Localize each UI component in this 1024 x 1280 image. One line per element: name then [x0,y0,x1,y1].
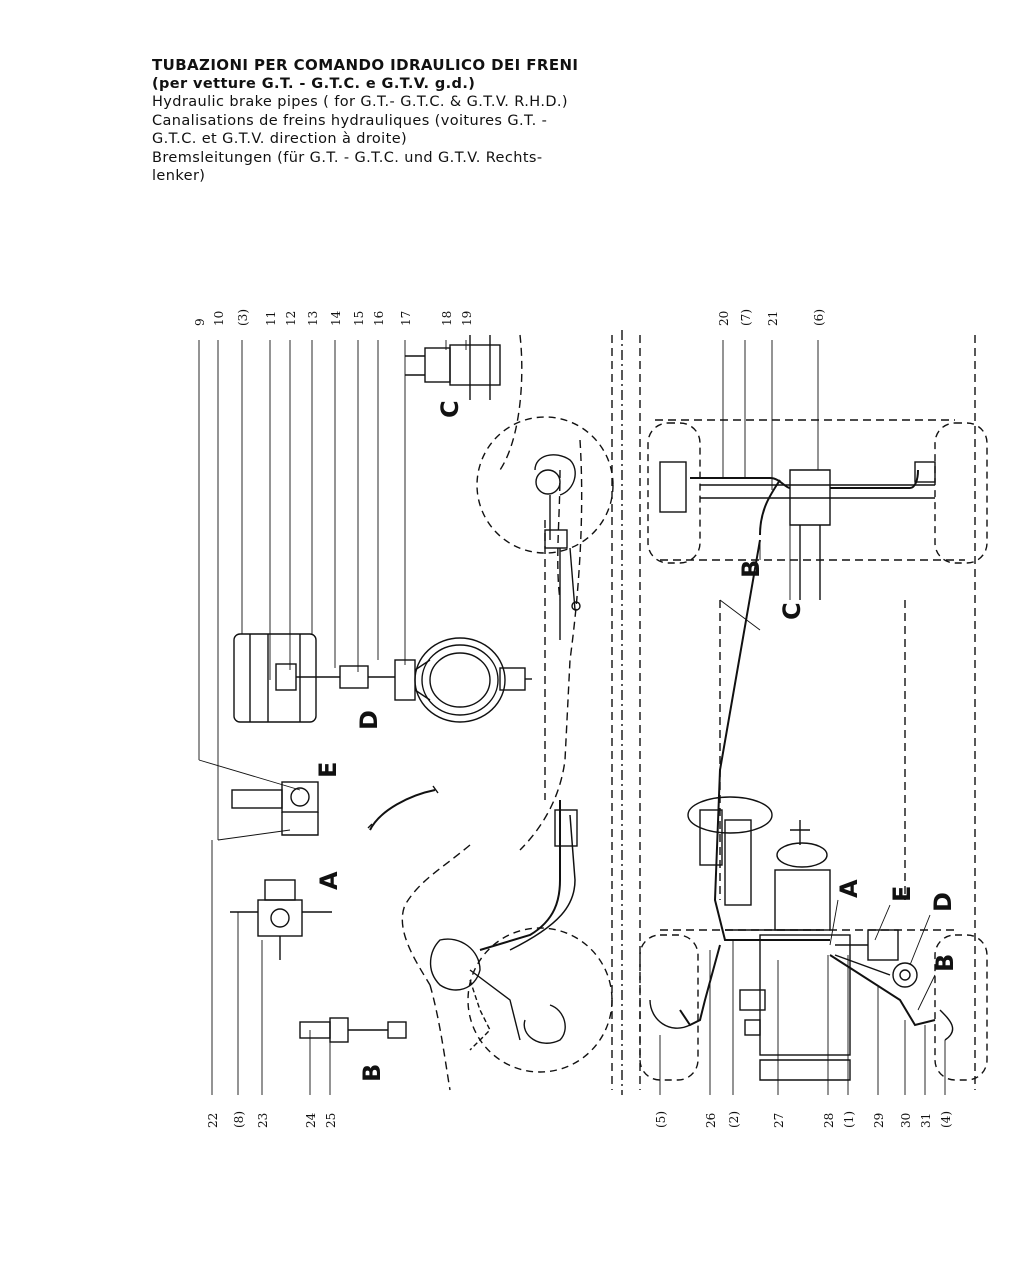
pipe-side-front [479,800,561,951]
callout-6: (6) [812,309,826,326]
callout-13: 13 [306,311,320,326]
front-wheel-side [467,927,613,1073]
callout-8: (8) [232,1111,246,1128]
detail-letter-e-left: E [314,762,342,778]
pipe-union [554,809,578,847]
front-right-brake-line [829,954,936,1027]
callout-3: (3) [236,309,250,326]
callout-12: 12 [284,311,298,326]
title-italian: TUBAZIONI PER COMANDO IDRAULICO DEI FREN… [152,56,579,74]
leaders-top-right [719,340,819,631]
main-brake-line [713,539,830,941]
plan-view-outline [639,335,976,1090]
front-caliper-side [429,938,481,991]
front-brake-side [523,1004,566,1044]
side-view-outline [401,334,613,1091]
callout-11: 11 [264,311,278,326]
rear-axle [659,461,936,600]
callout-15: 15 [352,311,366,326]
front-right-caliper-plan [939,1009,954,1041]
rear-left-wheel-plan [647,422,701,564]
detail-letter-a-left: A [315,871,343,890]
fluid-reservoir [233,633,395,723]
title-german-1: Bremsleitungen (für G.T. - G.T.C. und G.… [152,149,543,166]
rear-brake-line-left [690,477,791,489]
detail-letter-c-right: C [778,602,806,620]
steering-wheel-plan [687,796,773,834]
callouts-bottom-right: (5) 26 (2) 27 28 (1) 29 30 31 (4) [654,1111,953,1128]
callout-10: 10 [212,311,226,326]
callout-5: (5) [654,1111,668,1128]
callout-7: (7) [739,309,753,326]
front-left-caliper-plan [649,999,691,1029]
detail-e-fitting [231,781,319,836]
title-german-2: lenker) [152,168,206,184]
rear-right-wheel-plan [934,422,988,564]
column-shroud [724,819,752,906]
callout-17: 17 [399,311,413,326]
rear-brake-assembly [534,454,581,640]
title-french-2: G.T.C. et G.T.V. direction à droite) [152,131,408,147]
callout-9: 9 [193,318,207,326]
rear-brake-line-right [830,469,919,489]
leaders-top-left [198,340,467,841]
callout-1: (1) [842,1111,856,1128]
detail-letter-a-right: A [835,879,863,898]
steering-column [699,809,723,866]
callout-26: 26 [704,1113,718,1128]
callout-14: 14 [329,310,343,326]
callout-24: 24 [304,1112,318,1128]
detail-letter-d-right: D [929,892,957,912]
front-right-wheel-plan [934,934,988,1081]
callout-31: 31 [919,1113,933,1128]
detail-letter-d-left: D [355,710,383,730]
callout-18: 18 [440,311,454,326]
title-block: TUBAZIONI PER COMANDO IDRAULICO DEI FREN… [152,56,622,186]
callouts-bottom-left: 22 (8) 23 24 25 [206,1111,338,1128]
detail-letter-c-left: C [436,400,464,418]
callout-25: 25 [324,1113,338,1128]
callout-29: 29 [872,1113,886,1128]
leaders-bottom-left [211,840,331,1095]
callouts-top-left: 9 10 (3) 11 12 13 14 15 16 17 18 19 [193,309,474,326]
leaders-bottom-right [659,899,946,1095]
callouts-top-right: 20 (7) 21 (6) [717,309,826,326]
detail-letters: C D E A B B C A E D B [314,400,959,1082]
master-cylinder-booster [394,637,532,723]
detail-a-union [230,879,332,960]
front-left-wheel-plan [639,934,699,1081]
callout-22: 22 [206,1113,220,1128]
detail-b-hose [299,1017,407,1043]
rear-hose [759,479,781,536]
callout-21: 21 [766,311,780,326]
callout-16: 16 [372,311,386,326]
detail-letter-b-left: B [358,1064,386,1082]
detail-c-fitting [405,335,501,400]
master-cylinder-plan [834,929,918,988]
title-english: Hydraulic brake pipes ( for G.T.- G.T.C.… [152,94,568,110]
title-french-1: Canalisations de freins hydrauliques (vo… [152,112,548,129]
detail-letter-b-right-top: B [737,560,765,578]
callout-19: 19 [460,311,474,326]
callout-30: 30 [899,1113,913,1128]
callout-23: 23 [256,1113,270,1128]
rear-wheel-side [476,416,614,554]
front-left-brake-line [679,944,721,1027]
callout-28: 28 [822,1113,836,1128]
callout-4: (4) [939,1111,953,1128]
subtitle-italian: (per vetture G.T. - G.T.C. e G.T.V. g.d.… [152,75,476,92]
callout-27: 27 [772,1113,786,1128]
callout-2: (2) [727,1111,741,1128]
steering-wheel-side [369,789,436,831]
detail-letter-e-right: E [888,886,916,902]
callout-20: 20 [717,311,731,326]
detail-letter-b-right-bottom: B [931,954,959,972]
engine-plan [739,820,851,1081]
